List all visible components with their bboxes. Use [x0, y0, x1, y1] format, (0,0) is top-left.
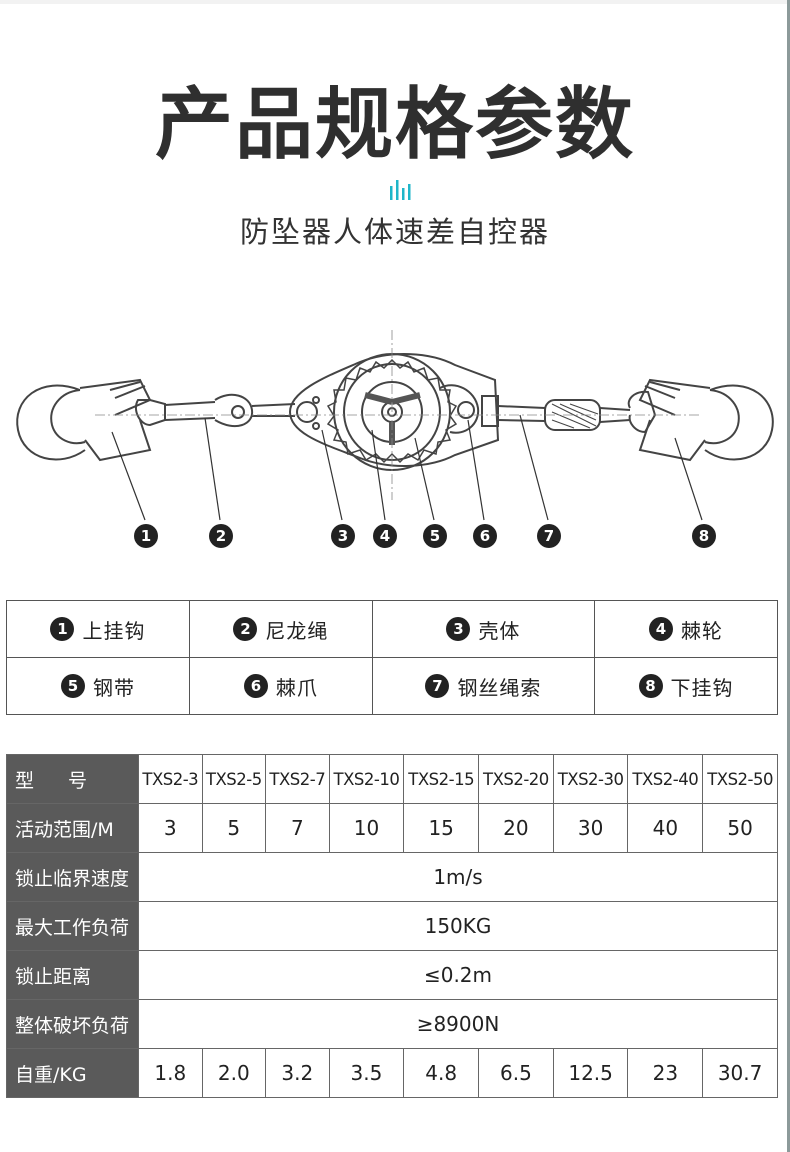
spec-header-weight: 自重/KG — [6, 1048, 139, 1098]
part-cell: 4 棘轮 — [594, 600, 778, 658]
spec-weight-cell: 4.8 — [403, 1048, 480, 1098]
part-cell: 5 钢带 — [6, 657, 190, 715]
part-number-badge: 2 — [233, 617, 258, 641]
spec-range-cell: 5 — [201, 803, 267, 853]
part-label: 下挂钩 — [670, 675, 734, 700]
spec-range-cell: 7 — [265, 803, 330, 853]
spec-break-value: ≥8900N — [138, 999, 778, 1049]
spec-table: 型 号 TXS2-3 TXS2-5 TXS2-7 TXS2-10 TXS2-15… — [6, 754, 778, 1098]
spec-row-load: 最大工作负荷 150KG — [6, 901, 778, 951]
callout-4: 4 — [380, 527, 390, 545]
part-label: 上挂钩 — [82, 618, 146, 643]
upper-hook-shape — [16, 384, 86, 461]
part-cell: 7 钢丝绳索 — [371, 657, 596, 715]
spec-weight-cell: 2.0 — [201, 1048, 267, 1098]
part-label: 尼龙绳 — [265, 618, 329, 643]
part-cell: 8 下挂钩 — [594, 657, 778, 715]
part-number-badge: 8 — [638, 674, 663, 698]
spec-range-cell: 10 — [328, 803, 405, 853]
spec-header-model: 型 号 — [6, 754, 139, 804]
part-label: 棘轮 — [681, 618, 723, 643]
spec-weight-cell: 6.5 — [478, 1048, 554, 1098]
parts-row: 1 上挂钩 2 尼龙绳 3 壳体 4 棘轮 — [6, 600, 778, 658]
spec-header-distance: 锁止距离 — [6, 950, 139, 1000]
accent-bars-icon — [390, 180, 411, 200]
part-label: 钢丝绳索 — [457, 675, 542, 700]
spec-range-cell: 20 — [478, 803, 554, 853]
part-label: 棘爪 — [275, 675, 318, 700]
product-diagram: 1 2 3 4 5 6 7 8 — [16, 330, 774, 548]
part-cell: 6 棘爪 — [188, 657, 373, 715]
spec-row-distance: 锁止距离 ≤0.2m — [6, 950, 778, 1000]
spec-range-cell: 15 — [403, 803, 480, 853]
spec-weight-cell: 3.2 — [265, 1048, 330, 1098]
spec-model-cell: TXS2-10 — [328, 754, 405, 804]
callout-6: 6 — [480, 527, 490, 545]
spec-row-break: 整体破坏负荷 ≥8900N — [6, 999, 778, 1049]
part-number-badge: 5 — [60, 674, 85, 698]
spec-row-range: 活动范围/M 3 5 7 10 15 20 30 40 50 — [6, 803, 778, 853]
spec-distance-value: ≤0.2m — [138, 950, 778, 1000]
part-cell: 3 壳体 — [371, 600, 596, 658]
callout-8: 8 — [699, 527, 709, 545]
spec-header-load: 最大工作负荷 — [6, 901, 139, 951]
spec-speed-value: 1m/s — [138, 852, 778, 902]
spec-weight-cell: 1.8 — [138, 1048, 203, 1098]
spec-model-cell: TXS2-7 — [265, 754, 330, 804]
spec-row-weight: 自重/KG 1.8 2.0 3.2 3.5 4.8 6.5 12.5 23 30… — [6, 1048, 778, 1098]
callout-3: 3 — [338, 527, 348, 545]
spec-load-value: 150KG — [138, 901, 778, 951]
spec-range-cell: 40 — [627, 803, 704, 853]
right-border — [787, 0, 790, 1152]
part-label: 壳体 — [478, 618, 521, 643]
spec-header-speed: 锁止临界速度 — [6, 852, 139, 902]
part-cell: 1 上挂钩 — [6, 600, 190, 658]
spec-weight-cell: 12.5 — [552, 1048, 629, 1098]
spec-model-cell: TXS2-20 — [478, 754, 554, 804]
part-number-badge: 3 — [446, 617, 471, 641]
spec-weight-cell: 23 — [627, 1048, 704, 1098]
callout-1: 1 — [141, 527, 151, 545]
callout-7: 7 — [544, 527, 554, 545]
spec-range-cell: 3 — [138, 803, 203, 853]
part-number-badge: 6 — [243, 674, 268, 698]
callout-2: 2 — [216, 527, 226, 545]
page-subtitle: 防坠器人体速差自控器 — [239, 215, 550, 249]
spec-model-cell: TXS2-15 — [403, 754, 480, 804]
top-border — [0, 0, 790, 4]
spec-row-model: 型 号 TXS2-3 TXS2-5 TXS2-7 TXS2-10 TXS2-15… — [6, 754, 778, 804]
spec-weight-cell: 3.5 — [328, 1048, 405, 1098]
spec-model-cell: TXS2-30 — [552, 754, 629, 804]
spec-header-break: 整体破坏负荷 — [6, 999, 139, 1049]
spec-range-cell: 30 — [552, 803, 629, 853]
spec-row-speed: 锁止临界速度 1m/s — [6, 852, 778, 902]
part-label: 钢带 — [92, 675, 135, 700]
spec-model-cell: TXS2-40 — [627, 754, 704, 804]
spec-header-range: 活动范围/M — [6, 803, 139, 853]
parts-legend-table: 1 上挂钩 2 尼龙绳 3 壳体 4 棘轮 5 钢带 6 棘爪 7 钢丝绳索 8 下挂钩 — [6, 600, 778, 715]
spec-range-cell: 50 — [702, 803, 778, 853]
part-number-badge: 1 — [50, 617, 75, 641]
part-cell: 2 尼龙绳 — [188, 600, 373, 658]
part-number-badge: 4 — [649, 617, 673, 641]
part-number-badge: 7 — [425, 674, 450, 698]
spec-model-cell: TXS2-3 — [138, 754, 203, 804]
spec-weight-cell: 30.7 — [702, 1048, 778, 1098]
housing-shape — [288, 353, 500, 467]
page-title: 产品规格参数 — [154, 80, 635, 170]
callout-5: 5 — [430, 527, 440, 545]
parts-row: 5 钢带 6 棘爪 7 钢丝绳索 8 下挂钩 — [6, 657, 778, 715]
spec-model-cell: TXS2-5 — [201, 754, 267, 804]
spec-model-cell: TXS2-50 — [702, 754, 778, 804]
